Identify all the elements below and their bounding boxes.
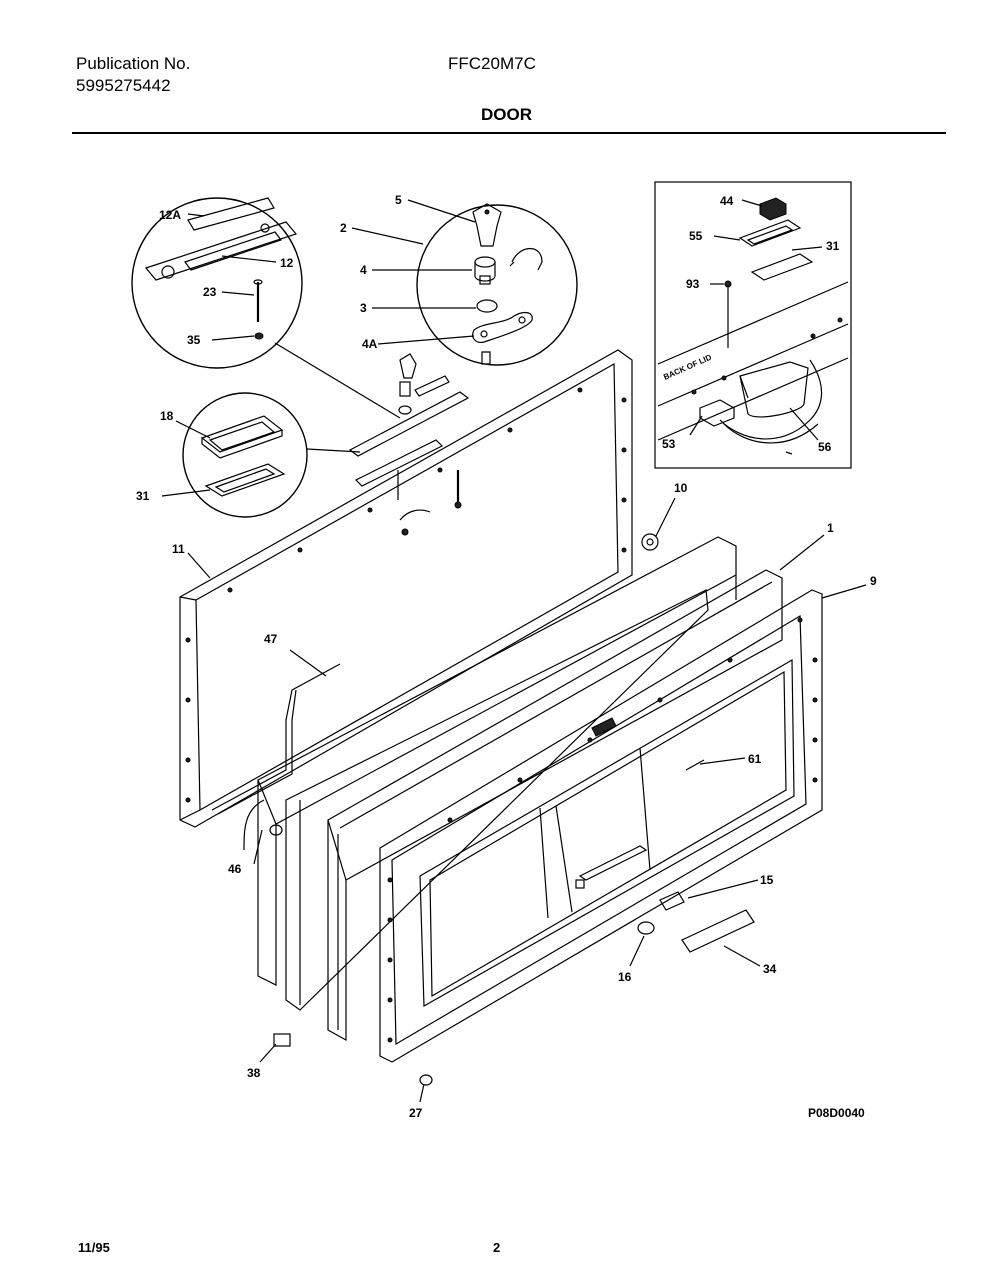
callout-1: 1 <box>827 521 834 535</box>
inset-caption: BACK OF LID <box>662 353 713 382</box>
gasket-frame <box>285 589 709 1011</box>
callout-18: 18 <box>160 409 174 423</box>
callout-4A: 4A <box>362 337 378 351</box>
callout-12A: 12A <box>159 208 181 222</box>
callout-31-inset: 31 <box>826 239 840 253</box>
callout-labels: 5 2 4 3 4A 12A 12 23 35 18 31 11 47 46 1… <box>136 193 877 1120</box>
section-title: DOOR <box>481 105 532 124</box>
callout-15: 15 <box>760 873 774 887</box>
callout-5: 5 <box>395 193 402 207</box>
leader-lines <box>161 199 867 1103</box>
callout-46: 46 <box>228 862 242 876</box>
outer-door-frame-9 <box>327 569 783 1042</box>
hinge-plate-detail-circle <box>131 197 303 369</box>
liner-frame-11 <box>179 349 633 828</box>
hinge-detail-circle <box>416 203 578 366</box>
door-panel-1 <box>257 536 737 986</box>
callout-4: 4 <box>360 263 367 277</box>
callout-56: 56 <box>818 440 832 454</box>
publication-number: 5995275442 <box>76 76 171 95</box>
callout-47: 47 <box>264 632 278 646</box>
header-rule <box>72 132 946 134</box>
plug-10 <box>641 533 659 551</box>
callout-12: 12 <box>280 256 294 270</box>
back-of-lid-inset <box>654 181 852 469</box>
door-shell-9 <box>185 387 823 1086</box>
publication-label: Publication No. <box>76 54 191 73</box>
leader-line <box>274 342 401 419</box>
page-number: 2 <box>493 1240 501 1255</box>
hinge-assembly <box>348 353 470 536</box>
callout-9: 9 <box>870 574 877 588</box>
callout-35: 35 <box>187 333 201 347</box>
heater-wire-47 <box>211 663 341 851</box>
frame-rivets <box>185 387 818 1043</box>
callout-55: 55 <box>689 229 703 243</box>
callout-53: 53 <box>662 437 676 451</box>
footer-date: 11/95 <box>78 1240 110 1255</box>
handle-detail-circle <box>182 392 308 518</box>
callout-3: 3 <box>360 301 367 315</box>
callout-10: 10 <box>674 481 688 495</box>
model-number: FFC20M7C <box>448 54 536 73</box>
callout-93: 93 <box>686 277 700 291</box>
callout-27: 27 <box>409 1106 423 1120</box>
callout-23: 23 <box>203 285 217 299</box>
callout-44: 44 <box>720 194 734 208</box>
callout-11: 11 <box>172 542 185 556</box>
callout-61: 61 <box>748 752 762 766</box>
callout-34: 34 <box>763 962 777 976</box>
callout-2: 2 <box>340 221 347 235</box>
callout-16: 16 <box>618 970 632 984</box>
callout-31-handle: 31 <box>136 489 150 503</box>
drawing-code: P08D0040 <box>808 1106 865 1120</box>
callout-38: 38 <box>247 1066 261 1080</box>
